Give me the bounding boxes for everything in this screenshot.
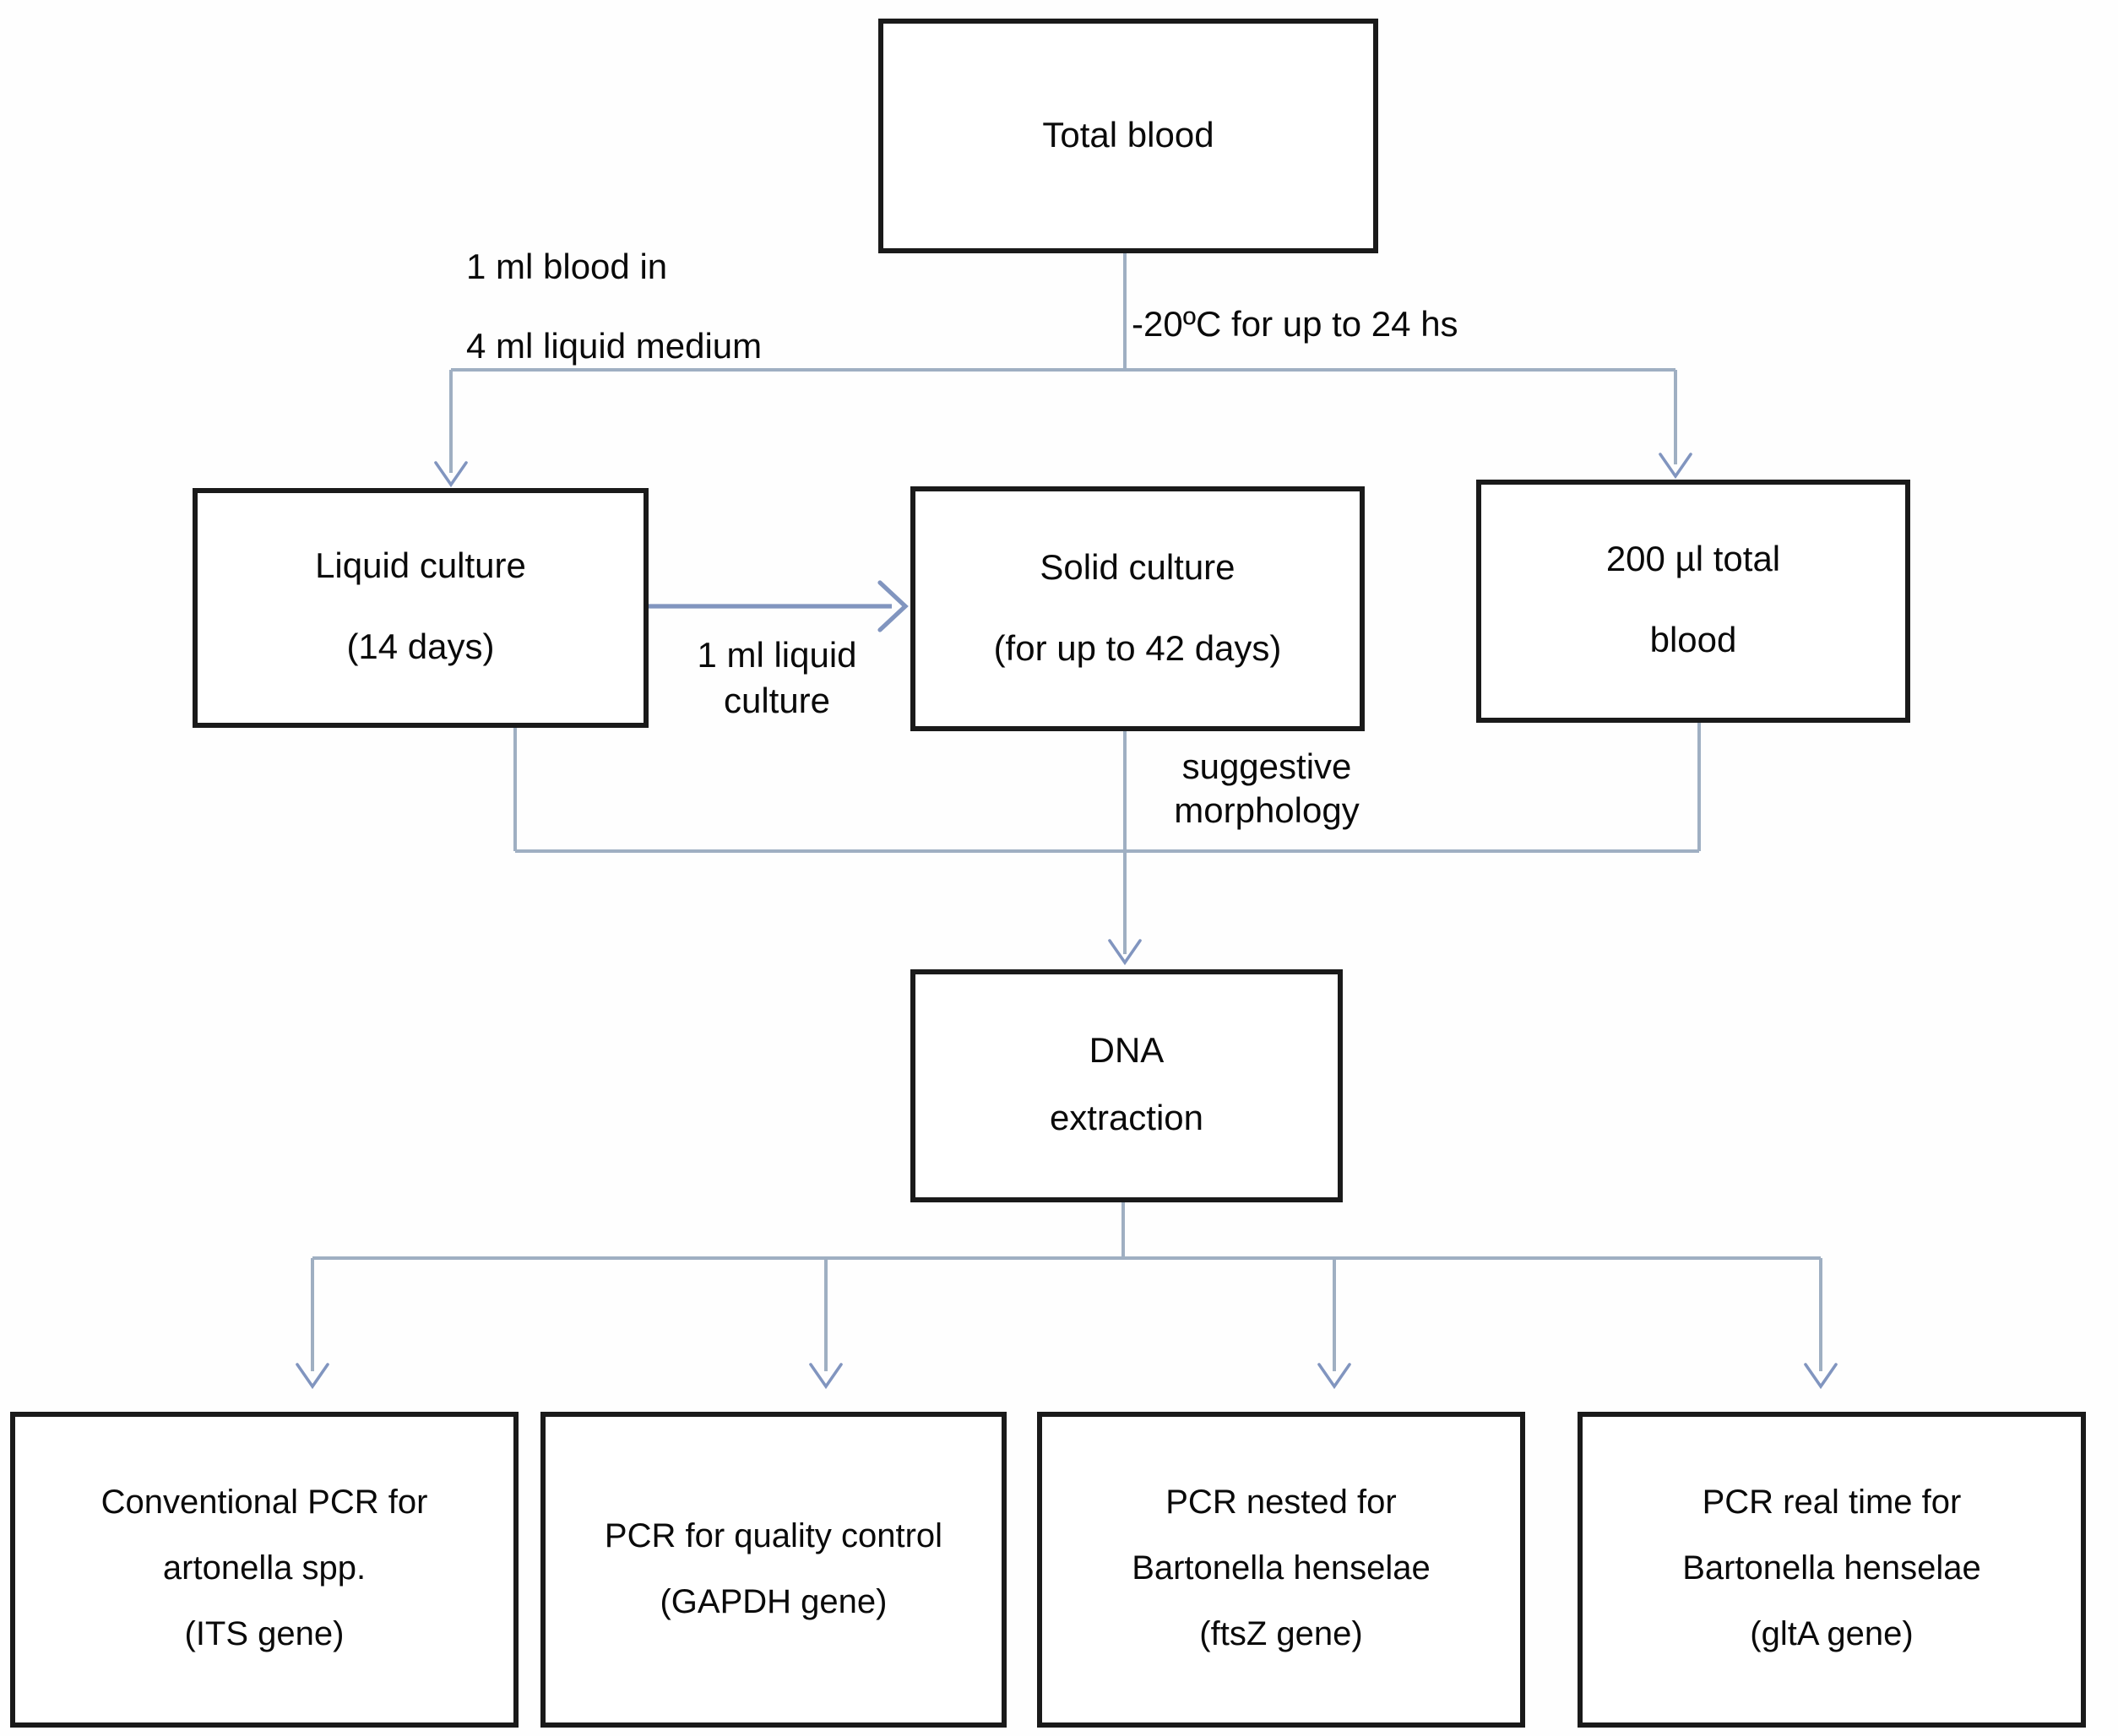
- edge-label-transfer: 1 ml liquid culture: [697, 637, 857, 721]
- edge-label-inoculation: 1 ml blood in 4 ml liquid medium: [466, 248, 763, 366]
- node-200ul-total-blood: 200 µl total blood: [1476, 480, 1910, 723]
- arrowhead-dna: [1108, 939, 1142, 966]
- arrowhead-blood200: [1659, 453, 1692, 480]
- arrowhead-liquid: [434, 461, 468, 488]
- arrowhead-pcr4: [1804, 1363, 1838, 1390]
- arrowhead-solid: [877, 580, 909, 632]
- node-liquid-culture: Liquid culture (14 days): [193, 488, 649, 728]
- node-solid-culture-label: Solid culture (for up to 42 days): [993, 548, 1282, 668]
- node-liquid-culture-label: Liquid culture (14 days): [315, 547, 526, 667]
- edge-label-storage: -20ºC for up to 24 hs: [1132, 306, 1458, 344]
- node-solid-culture: Solid culture (for up to 42 days): [910, 486, 1365, 731]
- node-pcr-conventional-label: Conventional PCR for artonella spp. (ITS…: [100, 1484, 428, 1653]
- node-total-blood-label: Total blood: [1042, 116, 1214, 155]
- node-pcr-real-time-label: PCR real time for Bartonella henselae (g…: [1682, 1484, 1981, 1653]
- node-dna-extraction: DNA extraction: [910, 969, 1343, 1202]
- arrowhead-pcr1: [296, 1363, 329, 1390]
- node-total-blood: Total blood: [878, 19, 1378, 253]
- node-pcr-nested: PCR nested for Bartonella henselae (ftsZ…: [1037, 1412, 1525, 1728]
- node-dna-extraction-label: DNA extraction: [1049, 1032, 1204, 1138]
- connector-shafts: [311, 253, 1822, 1371]
- node-pcr-quality-control-label: PCR for quality control (GAPDH gene): [604, 1517, 943, 1620]
- edge-label-morphology: suggestive morphology: [1174, 748, 1360, 831]
- node-pcr-real-time: PCR real time for Bartonella henselae (g…: [1578, 1412, 2086, 1728]
- node-200ul-total-blood-label: 200 µl total blood: [1605, 540, 1781, 660]
- node-pcr-nested-label: PCR nested for Bartonella henselae (ftsZ…: [1132, 1484, 1431, 1653]
- node-pcr-quality-control: PCR for quality control (GAPDH gene): [540, 1412, 1007, 1728]
- arrowhead-pcr2: [809, 1363, 843, 1390]
- node-pcr-conventional: Conventional PCR for artonella spp. (ITS…: [10, 1412, 519, 1728]
- arrowheads: [296, 453, 1838, 1390]
- arrowhead-pcr3: [1317, 1363, 1351, 1390]
